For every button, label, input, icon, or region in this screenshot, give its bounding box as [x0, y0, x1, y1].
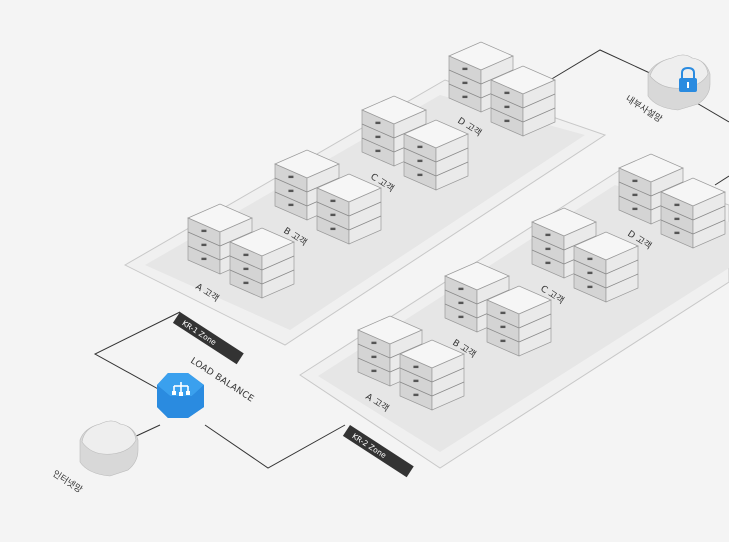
drive-led-icon	[288, 175, 294, 179]
link-zone1-internal	[549, 49, 666, 81]
drive-led-icon	[458, 315, 464, 319]
drive-led-icon	[375, 121, 381, 125]
server-icon	[229, 227, 295, 299]
server-icon	[660, 177, 726, 249]
drive-led-icon	[500, 325, 506, 329]
server-icon	[316, 173, 382, 245]
zone2-customer-d-servers	[618, 153, 726, 249]
load-balancer-icon	[157, 373, 204, 418]
drive-led-icon	[330, 213, 336, 217]
zone-2-label: KR-2 Zone	[350, 431, 388, 460]
drive-led-icon	[458, 287, 464, 291]
drive-led-icon	[462, 95, 468, 99]
drive-led-icon	[243, 253, 249, 257]
drive-led-icon	[330, 199, 336, 203]
drive-led-icon	[201, 257, 207, 261]
zone2-customer-b-servers	[444, 261, 552, 357]
drive-led-icon	[413, 379, 419, 383]
drive-led-icon	[587, 285, 593, 289]
drive-led-icon	[330, 227, 336, 231]
drive-led-icon	[587, 257, 593, 261]
drive-led-icon	[417, 159, 423, 163]
drive-led-icon	[417, 173, 423, 177]
internet-cloud-icon	[79, 420, 139, 477]
drive-led-icon	[201, 243, 207, 247]
link-zone1-loadbalancer	[93, 311, 181, 391]
server-icon	[187, 203, 253, 275]
drive-led-icon	[632, 193, 638, 197]
drive-led-icon	[504, 105, 510, 109]
lock-icon	[679, 66, 697, 92]
drive-led-icon	[504, 119, 510, 123]
drive-led-icon	[674, 231, 680, 235]
drive-led-icon	[288, 203, 294, 207]
drive-led-icon	[413, 365, 419, 369]
drive-led-icon	[371, 369, 377, 373]
drive-led-icon	[413, 393, 419, 397]
server-layer	[187, 41, 726, 411]
drive-led-icon	[243, 267, 249, 271]
drive-led-icon	[288, 189, 294, 193]
drive-led-icon	[243, 281, 249, 285]
zone1-customer-a-servers	[187, 203, 295, 299]
server-icon	[399, 339, 465, 411]
zone1-customer-b-servers	[274, 149, 382, 245]
link-zone2-edge	[714, 175, 729, 186]
server-icon	[573, 231, 639, 303]
internet-cloud-label: 인터넷망	[50, 468, 84, 495]
drive-led-icon	[545, 261, 551, 265]
drive-led-icon	[632, 179, 638, 183]
zone2-customer-c-servers	[531, 207, 639, 303]
drive-led-icon	[545, 247, 551, 251]
drive-led-icon	[417, 145, 423, 149]
zone1-customer-c-servers	[361, 95, 469, 191]
drive-led-icon	[587, 271, 593, 275]
drive-led-icon	[462, 81, 468, 85]
drive-led-icon	[375, 135, 381, 139]
zone1-customer-d-servers	[448, 41, 556, 137]
drive-led-icon	[500, 311, 506, 315]
drive-led-icon	[674, 203, 680, 207]
drive-led-icon	[201, 229, 207, 233]
zone-1-tag: KR-1 Zone	[172, 312, 244, 365]
server-icon	[486, 285, 552, 357]
drive-led-icon	[674, 217, 680, 221]
drive-led-icon	[632, 207, 638, 211]
link-internal-zone2	[694, 101, 729, 123]
drive-led-icon	[371, 355, 377, 359]
zone2-customer-a-servers	[357, 315, 465, 411]
link-loadbalancer-zone2	[204, 424, 346, 469]
server-icon	[490, 65, 556, 137]
drive-led-icon	[545, 233, 551, 237]
drive-led-icon	[462, 67, 468, 71]
drive-led-icon	[500, 339, 506, 343]
server-icon	[403, 119, 469, 191]
drive-led-icon	[371, 341, 377, 345]
zone-1-label: KR-1 Zone	[180, 318, 218, 347]
connection-lines	[93, 49, 729, 469]
drive-led-icon	[458, 301, 464, 305]
drive-led-icon	[375, 149, 381, 153]
drive-led-icon	[504, 91, 510, 95]
